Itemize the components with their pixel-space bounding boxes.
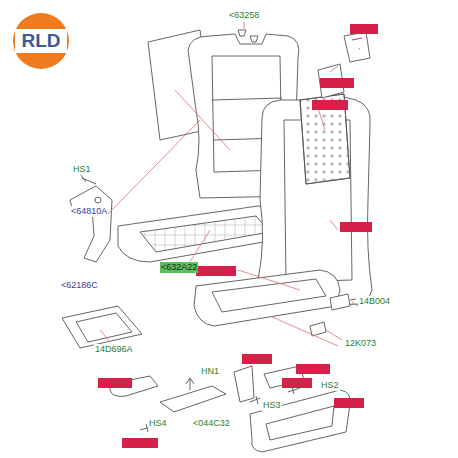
leader-line <box>270 316 338 346</box>
part-number: <62186C <box>60 280 99 291</box>
screw-code: HS3 <box>262 400 282 411</box>
nut-code: HN1 <box>200 366 220 377</box>
bracket-hole <box>95 197 101 203</box>
screw-code: HS4 <box>148 418 168 429</box>
leader-line <box>175 90 230 150</box>
right-cushion-centre <box>212 279 326 312</box>
leader-line <box>244 22 245 29</box>
part-number: <63258 <box>228 10 260 21</box>
redacted-callout <box>98 378 132 388</box>
lumbar-mat <box>300 94 350 184</box>
leader-line <box>318 108 325 130</box>
cushion-heater <box>140 216 270 252</box>
leader-line <box>238 270 300 290</box>
logo-circle <box>13 13 69 69</box>
part-number: 14B004 <box>358 296 391 307</box>
switch-bracket <box>234 366 254 402</box>
screw <box>80 174 96 184</box>
redacted-callout <box>320 78 354 88</box>
redacted-callout <box>350 24 378 34</box>
redacted-callout <box>334 398 364 408</box>
leader-line <box>326 330 342 340</box>
right-cushion <box>194 270 340 326</box>
redacted-callout <box>312 100 348 110</box>
redacted-callout <box>196 266 236 276</box>
leader-line <box>330 66 338 72</box>
leader-lines <box>100 22 360 346</box>
bolt <box>250 396 260 404</box>
redacted-callout <box>282 378 312 388</box>
logo-badge: RLD <box>12 12 70 70</box>
leader-line <box>100 330 110 342</box>
rail-bracket <box>160 386 226 412</box>
redacted-callout <box>122 438 158 448</box>
leader-line <box>190 230 210 262</box>
part-number: 12K073 <box>344 338 377 349</box>
headrest-guide <box>344 32 370 62</box>
cushion-pad <box>62 306 142 348</box>
redacted-callout <box>340 222 372 232</box>
screw-code: HS1 <box>72 164 92 175</box>
lumbar-holes <box>300 94 350 184</box>
part-number: 14D696A <box>94 344 134 355</box>
part-number: <044C32 <box>192 418 231 429</box>
sensor <box>310 322 326 336</box>
part-number: <64810A <box>70 206 108 217</box>
side-bracket <box>70 186 112 262</box>
logo-text: RLD <box>12 12 70 52</box>
clip <box>238 30 258 42</box>
leader-line <box>108 120 200 214</box>
part-number: <632A22 <box>160 262 198 273</box>
redacted-callout <box>242 354 272 364</box>
screw-code: HS2 <box>320 380 340 391</box>
redacted-callouts <box>98 24 378 448</box>
nut <box>186 378 194 390</box>
leader-line <box>358 48 360 50</box>
side-shield-inner <box>266 406 334 440</box>
cushion-pad-inner <box>76 313 132 342</box>
leader-line <box>330 220 338 230</box>
redacted-callout <box>296 364 330 374</box>
